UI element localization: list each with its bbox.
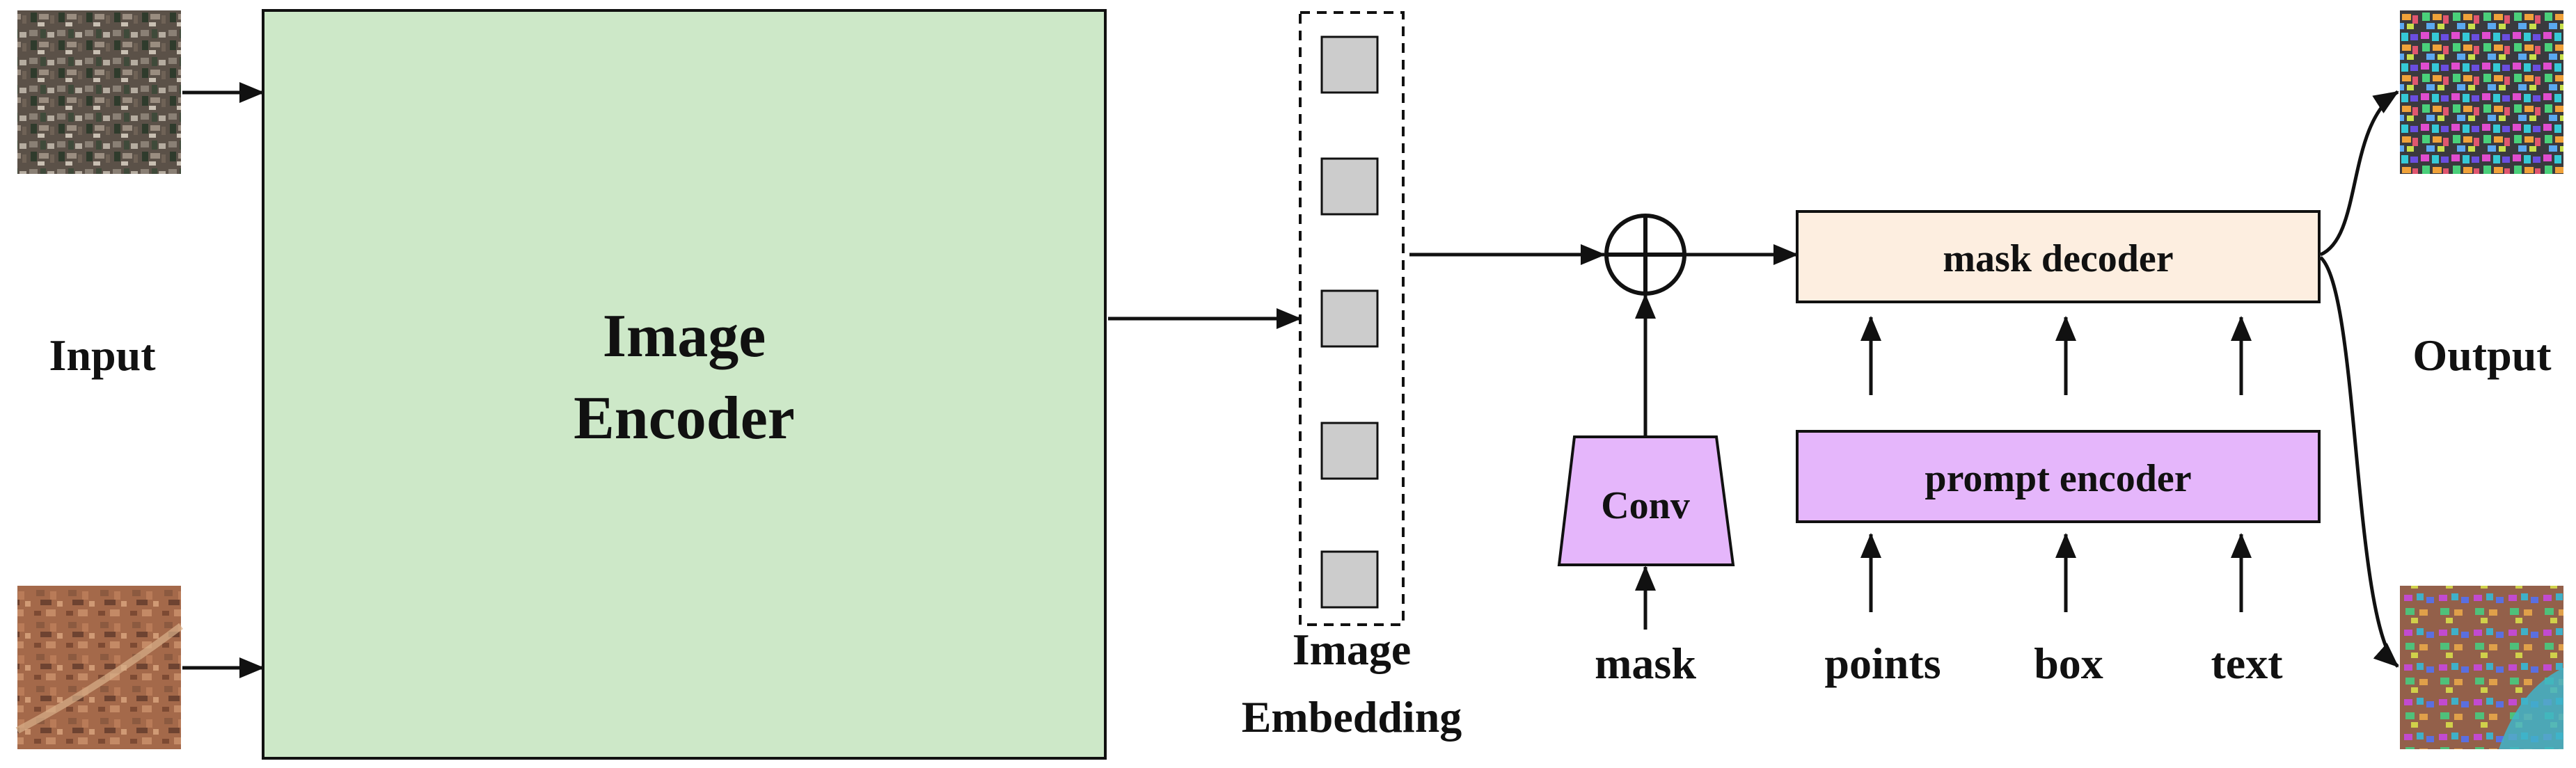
embedding-token	[1320, 35, 1379, 94]
prompt-encoder-label: prompt encoder	[1925, 457, 2191, 500]
image-embedding-label-line1: Image	[1293, 625, 1412, 674]
input-image-urban	[17, 10, 181, 174]
points-label: points	[1824, 639, 1941, 688]
mask-decoder-label: mask decoder	[1943, 237, 2173, 280]
mask-label: mask	[1595, 639, 1696, 688]
box-label: box	[2034, 639, 2103, 688]
prompt-encoder-block	[1796, 430, 2321, 523]
image-encoder-label-line1: Image	[603, 303, 766, 370]
image-embedding-label-line2: Embedding	[1242, 692, 1462, 742]
output-image-urban-segmented	[2400, 10, 2563, 174]
desert-road	[15, 623, 183, 734]
conv-block	[1557, 435, 1735, 566]
arrow-decoder-to-output-top	[2319, 90, 2399, 257]
output-label: Output	[2412, 330, 2552, 380]
embedding-token	[1320, 422, 1379, 480]
image-embedding-frame	[1299, 11, 1405, 626]
input-image-desert	[17, 586, 181, 749]
input-label: Input	[49, 330, 157, 380]
segmented-water-region	[2499, 668, 2563, 749]
embedding-token	[1320, 157, 1379, 216]
embedding-token	[1320, 289, 1379, 348]
arrow-decoder-to-output-bottom	[2319, 256, 2399, 668]
image-encoder-block	[262, 9, 1107, 760]
mask-decoder-block	[1796, 210, 2321, 303]
circle-plus-icon	[1604, 214, 1686, 296]
embedding-token	[1320, 550, 1379, 609]
image-encoder-label-line2: Encoder	[574, 385, 795, 452]
text-label: text	[2211, 639, 2283, 688]
conv-label: Conv	[1601, 484, 1690, 527]
